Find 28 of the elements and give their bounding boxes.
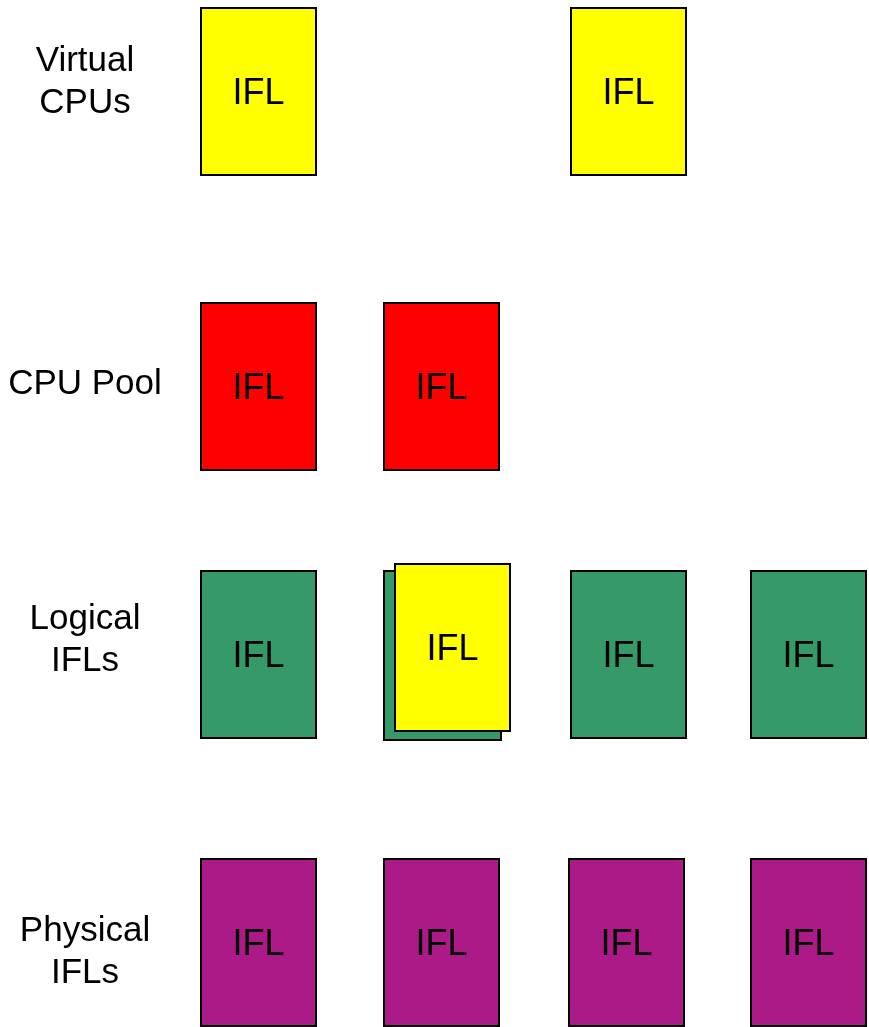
processor-card <box>750 570 867 739</box>
card-label: IFL <box>415 368 468 405</box>
row-label: Logical IFLs <box>28 596 142 680</box>
card-label: IFL <box>415 924 468 961</box>
card-label: IFL <box>602 636 655 673</box>
card-label: IFL <box>232 924 285 961</box>
card-label: IFL <box>426 629 479 666</box>
card-label: IFL <box>602 73 655 110</box>
row-label: Virtual CPUs <box>34 38 136 122</box>
row-label: Physical IFLs <box>18 908 152 992</box>
processor-card <box>383 302 500 471</box>
processor-card <box>570 570 687 739</box>
processor-card <box>200 302 317 471</box>
card-label: IFL <box>782 924 835 961</box>
processor-card <box>200 7 317 176</box>
card-label: IFL <box>600 924 653 961</box>
card-label: IFL <box>232 368 285 405</box>
processor-card <box>570 7 687 176</box>
processor-card <box>200 858 317 1027</box>
processor-card <box>383 858 500 1027</box>
processor-card <box>394 563 511 732</box>
card-label: IFL <box>782 636 835 673</box>
card-label: IFL <box>232 636 285 673</box>
processor-card <box>200 570 317 739</box>
processor-card <box>568 858 685 1027</box>
row-label: CPU Pool <box>7 361 163 403</box>
card-label: IFL <box>232 73 285 110</box>
processor-card <box>750 858 867 1027</box>
